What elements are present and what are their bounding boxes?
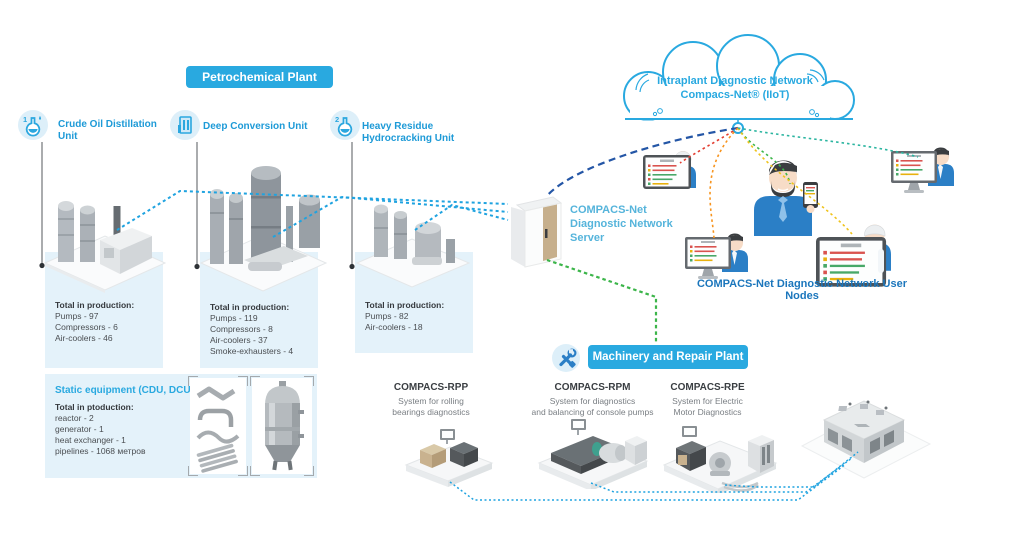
cloud-hub-node [732, 122, 744, 134]
cloud-label: Intraplant Diagnostic Network Compacs-Ne… [657, 75, 813, 101]
server-cabinet-icon [511, 196, 563, 268]
machine-to-building-lines [449, 451, 859, 501]
unit-label-cdu: Crude Oil Distillation Unit [58, 119, 157, 142]
machine-rpe-illustration [662, 426, 778, 493]
machinery-banner-label: Machinery and Repair Plant [592, 351, 744, 363]
svg-text:2: 2 [335, 115, 339, 124]
petrochemical-banner-label: Petrochemical Plant [202, 70, 317, 84]
user-node-monitor-1 [685, 233, 748, 279]
repair-plant-building [800, 400, 932, 479]
deep-conversion-building-icon [170, 110, 200, 140]
cloud-to-server-line [545, 126, 739, 198]
machinery-plant-banner: Machinery and Repair Plant [588, 345, 748, 369]
user-node-chief-phone [754, 160, 818, 236]
user-node-monitor-2 [891, 147, 954, 193]
user-nodes-caption: COMPACS-Net Diagnostic Network User Node… [696, 278, 908, 302]
server-to-machinery-line [546, 258, 658, 344]
unit-label-hrhu: Heavy Residue Hydrocracking Unit [362, 121, 455, 144]
reactor-vessel-photo [265, 381, 304, 471]
svg-text:1: 1 [23, 115, 27, 124]
pipes-photo-frame [188, 376, 248, 476]
flask-2-icon: 2 [330, 110, 360, 140]
petrochemical-plant-banner: Petrochemical Plant [186, 66, 333, 88]
machine-rpm-illustration [537, 419, 649, 489]
machine-rpp-illustration [404, 429, 494, 487]
flask-1-icon: 1 [18, 110, 48, 140]
server-label: COMPACS-Net Diagnostic Network Server [570, 204, 673, 244]
plant-to-server-lines [116, 189, 509, 238]
cloud-to-user-lines [679, 127, 919, 239]
user-node-tablet-1 [643, 150, 697, 189]
tools-icon [552, 344, 580, 372]
static-equipment-title: Static equipment (CDU, DCU) [55, 385, 194, 396]
unit-label-dcu: Deep Conversion Unit [203, 121, 308, 132]
reactor-photo-frame [250, 376, 314, 476]
pipes-photo [196, 386, 240, 473]
